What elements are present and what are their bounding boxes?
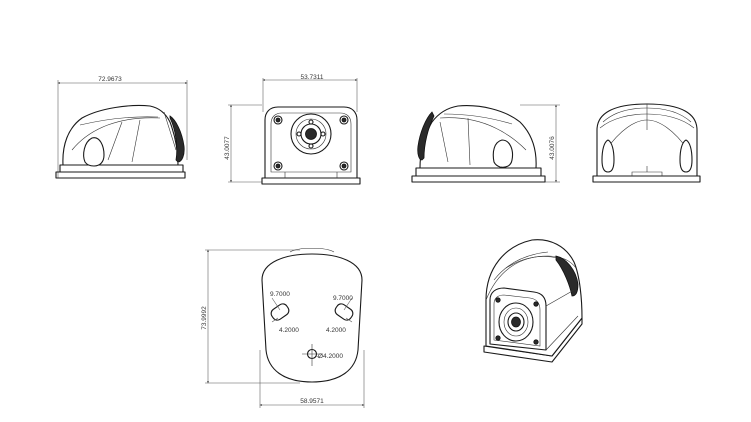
slot-right-width-label: 4.2000	[326, 327, 346, 334]
slot-right-length-label: 9.7000	[333, 295, 353, 302]
isometric-view	[483, 239, 583, 363]
dimension-height-side-right: 43.0076	[520, 104, 560, 183]
dimension-label-side-height: 43.0076	[549, 136, 556, 160]
dimension-label-front-width: 53.7311	[300, 74, 323, 81]
hole-diameter-label: Ø4.2000	[318, 353, 343, 360]
dimension-label-bottom-height: 73.9992	[201, 306, 208, 330]
dimension-width-bottom: 58.9571	[259, 350, 365, 408]
bottom-view: 73.9992 58.9571 9.7000 9.7000 4.2000 4.2…	[201, 247, 365, 408]
slot-left-width-label: 4.2000	[279, 327, 299, 334]
dimension-label-side-width: 72.9673	[98, 76, 122, 83]
dimension-label-bottom-width: 58.9571	[300, 398, 324, 405]
dimension-width-front: 53.7311	[262, 74, 358, 112]
dimension-width-side-left: 72.9673	[57, 76, 188, 178]
dimension-label-front-height: 43.0077	[224, 136, 231, 160]
slot-left	[270, 303, 290, 321]
slot-right	[334, 303, 354, 321]
dimension-height-bottom: 73.9992	[201, 249, 300, 384]
side-view-right: 43.0076	[411, 104, 560, 183]
side-view-left: 72.9673	[55, 76, 188, 179]
back-view	[592, 103, 701, 183]
front-view: 53.7311 43.0077	[224, 74, 361, 185]
slot-left-length-label: 9.7000	[270, 291, 290, 298]
dimension-height-front: 43.0077	[224, 104, 262, 183]
